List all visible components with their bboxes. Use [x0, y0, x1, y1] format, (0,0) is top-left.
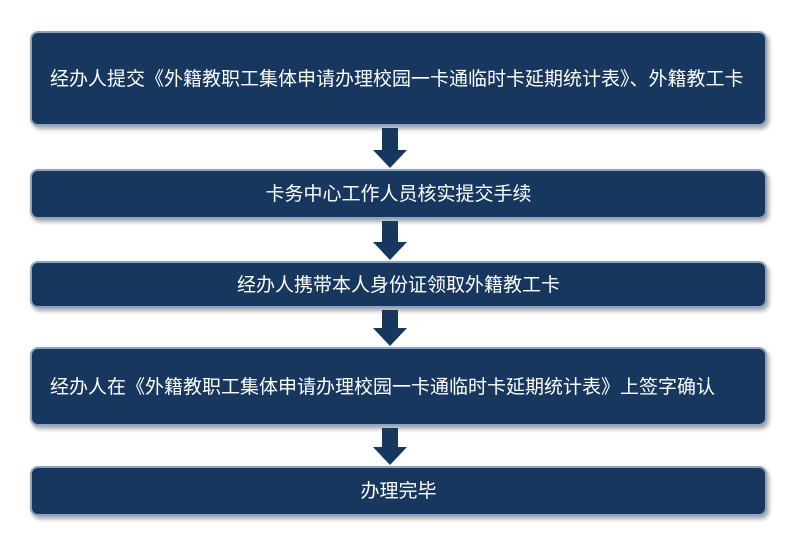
- down-arrow-icon: [373, 221, 407, 260]
- step-5-text: 办理完毕: [360, 480, 437, 502]
- step-1-text: 经办人提交《外籍教职工集体申请办理校园一卡通临时卡延期统计表》、外籍教工卡: [50, 67, 744, 90]
- step-4-text: 经办人在《外籍教职工集体申请办理校园一卡通临时卡延期统计表》上签字确认: [50, 375, 716, 398]
- step-2-box: 卡务中心工作人员核实提交手续: [30, 169, 767, 219]
- step-2-text: 卡务中心工作人员核实提交手续: [265, 183, 532, 205]
- down-arrow-icon: [373, 128, 407, 168]
- down-arrow-icon: [373, 428, 407, 465]
- step-4-box: 经办人在《外籍教职工集体申请办理校园一卡通临时卡延期统计表》上签字确认: [30, 347, 767, 426]
- step-3-box: 经办人携带本人身份证领取外籍教工卡: [30, 261, 767, 308]
- step-3-text: 经办人携带本人身份证领取外籍教工卡: [236, 273, 560, 296]
- step-1-box: 经办人提交《外籍教职工集体申请办理校园一卡通临时卡延期统计表》、外籍教工卡: [30, 31, 767, 126]
- step-5-box: 办理完毕: [30, 466, 767, 516]
- down-arrow-icon: [373, 310, 407, 346]
